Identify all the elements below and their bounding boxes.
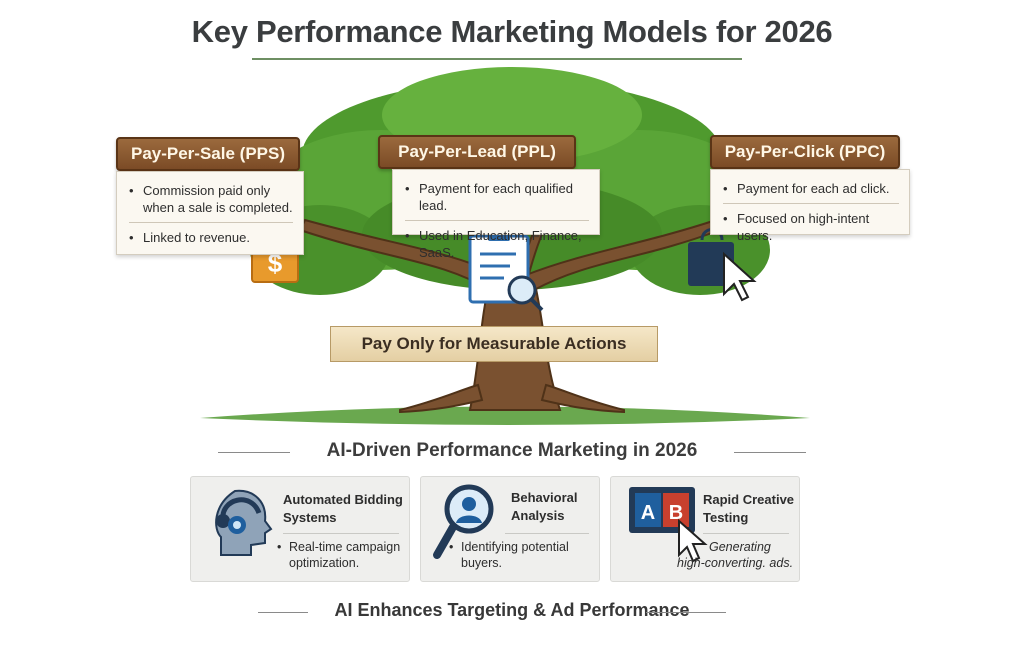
ppl-point-2: Used in Education, Finance, SaaS. (405, 227, 589, 261)
ai-card-bidding: Automated Bidding Systems Real-time camp… (190, 476, 410, 582)
card-3-title-line2: Testing (703, 510, 749, 525)
pps-point-1: Commission paid only when a sale is comp… (129, 182, 293, 216)
ppl-separator (405, 220, 589, 221)
ppc-separator (723, 203, 899, 204)
pps-sign: Pay-Per-Sale (PPS) (116, 137, 300, 171)
ppc-sign: Pay-Per-Click (PPC) (710, 135, 900, 169)
card-1-title-line1: Automated Bidding (283, 492, 403, 507)
pps-point-2: Linked to revenue. (129, 229, 293, 246)
magnifier-user-icon (433, 484, 494, 559)
pps-label: Pay-Per-Sale (PPS) (130, 144, 285, 163)
ab-label-a: A (641, 502, 655, 524)
measurable-actions-banner: Pay Only for Measurable Actions (330, 326, 658, 362)
card-2-title-line2: Analysis (511, 508, 565, 523)
footer-rule-right (646, 612, 726, 613)
card-3-bullet-line2: high-converting. ads. (677, 556, 794, 570)
section-rule-left (218, 452, 290, 453)
svg-text:$: $ (268, 248, 283, 278)
card-3-divider (703, 533, 789, 534)
pps-separator (129, 222, 293, 223)
card-3-bullet-line1: Generating (709, 540, 771, 554)
footer-title: AI Enhances Targeting & Ad Performance (334, 600, 690, 620)
ppl-point-1: Payment for each qualified lead. (405, 180, 589, 214)
section-rule-right (734, 452, 806, 453)
card-2-bullet-line2: buyers. (461, 556, 502, 570)
ppc-point-2: Focused on high-intent users. (723, 210, 899, 244)
title-divider (252, 58, 742, 60)
ai-card-creative: A B Rapid Creative Testing Generating hi… (610, 476, 800, 582)
pps-note: Commission paid only when a sale is comp… (116, 171, 304, 255)
ppl-label: Pay-Per-Lead (PPL) (398, 142, 556, 161)
ppc-point-1: Payment for each ad click. (723, 180, 899, 197)
card-2-title-line1: Behavioral (511, 490, 578, 505)
ppl-sign: Pay-Per-Lead (PPL) (378, 135, 576, 169)
ai-head-headset-icon (215, 489, 273, 556)
grass-ground (200, 406, 810, 425)
card-2-divider (505, 533, 589, 534)
ab-test-icon: A B (629, 487, 708, 563)
page-title: Key Performance Marketing Models for 202… (191, 14, 833, 49)
ai-card-behavioral: Behavioral Analysis Identifying potentia… (420, 476, 600, 582)
card-3-title-line1: Rapid Creative (703, 492, 795, 507)
card-2-bullet-line1: Identifying potential (449, 539, 569, 555)
ab-label-b: B (669, 502, 683, 524)
ppc-label: Pay-Per-Click (PPC) (724, 142, 886, 161)
card-1-bullet-line1: Real-time campaign (277, 539, 400, 555)
card-1-title-line2: Systems (283, 510, 337, 525)
ai-section-title: AI-Driven Performance Marketing in 2026 (326, 440, 698, 461)
ppc-note: Payment for each ad click. Focused on hi… (710, 169, 910, 243)
footer-rule-left (258, 612, 308, 613)
card-1-bullet-line2: optimization. (289, 556, 360, 570)
card-1-divider (283, 533, 399, 534)
ppl-note: Payment for each qualified lead. Used in… (392, 169, 600, 260)
